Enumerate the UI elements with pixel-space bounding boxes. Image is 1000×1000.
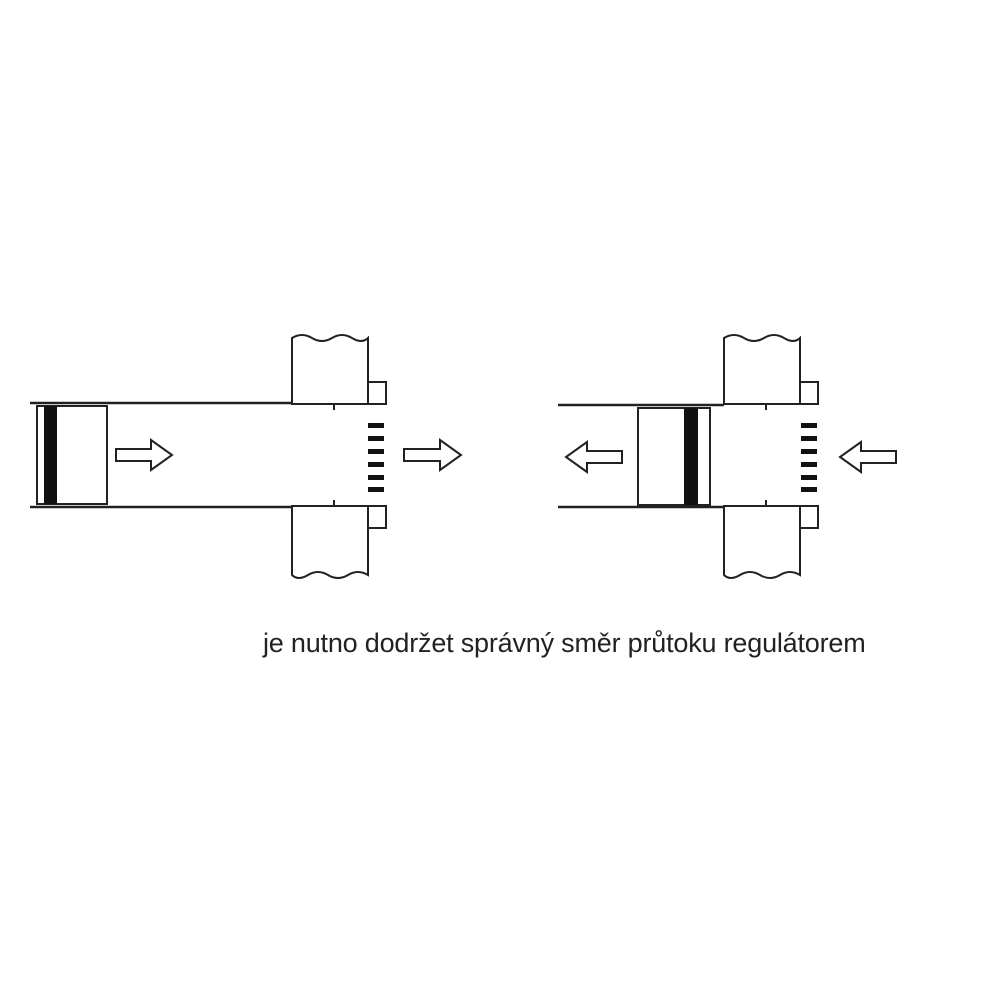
right-assembly	[558, 334, 897, 579]
diagram-caption: je nutno dodržet správný směr průtoku re…	[263, 628, 866, 658]
wall-top-left	[291, 334, 369, 405]
regulator-right	[637, 407, 711, 506]
regulator-blade-right	[684, 408, 698, 505]
wall-top-right	[723, 334, 801, 405]
wall-bottom-left	[291, 505, 369, 579]
flow-arrow-icon	[115, 438, 174, 472]
wall-bottom-right	[723, 505, 801, 579]
regulator-blade-left	[44, 406, 57, 504]
grille-left	[368, 423, 384, 492]
regulator-left	[36, 405, 108, 505]
left-assembly	[30, 334, 463, 579]
grille-frame-left	[333, 381, 387, 529]
grille-frame-right	[765, 381, 819, 529]
flow-arrow-icon	[403, 438, 463, 472]
flow-arrow-icon	[838, 440, 897, 474]
flow-arrow-icon	[564, 440, 623, 474]
grille-right	[801, 423, 817, 492]
